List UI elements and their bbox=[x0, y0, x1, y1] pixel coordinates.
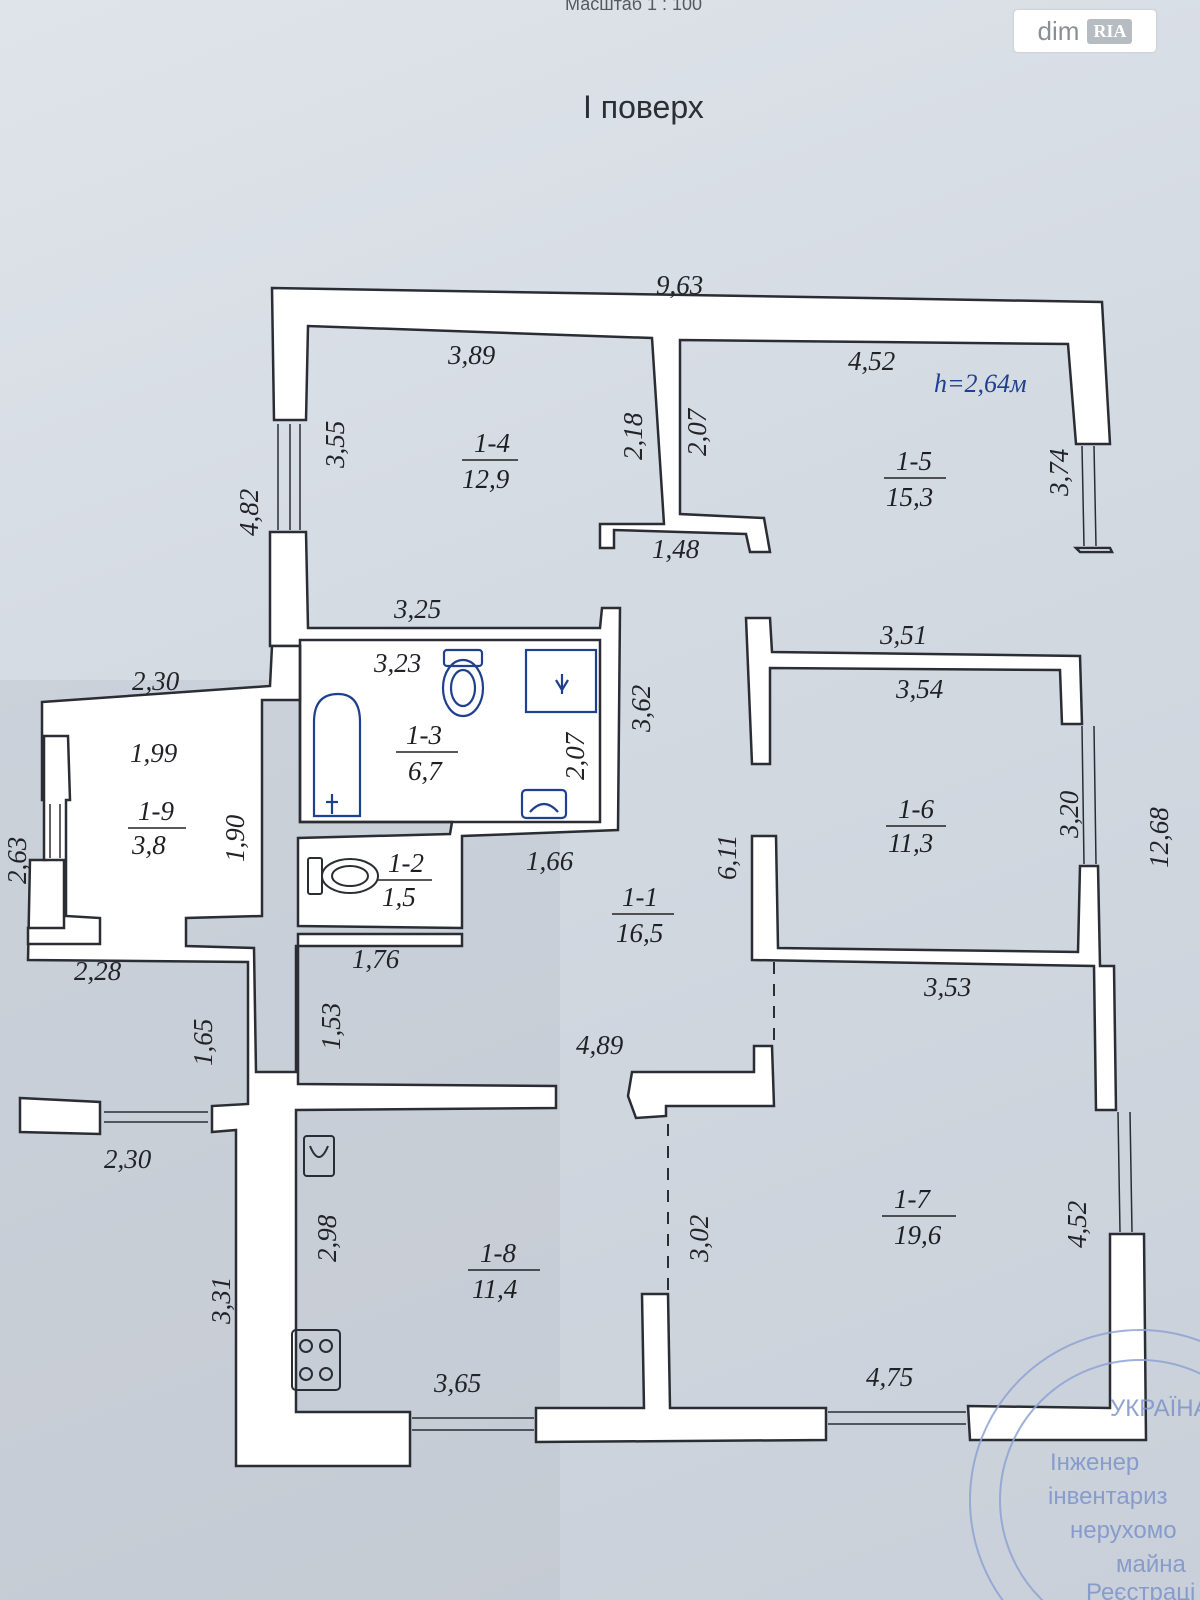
stamp-line-4: майна bbox=[1116, 1551, 1187, 1578]
wall-corridor-right bbox=[744, 616, 1084, 766]
wall-exterior-top bbox=[270, 286, 1112, 554]
dim-r14-bottom: 3,25 bbox=[393, 594, 441, 624]
dim-r18-left: 2,98 bbox=[312, 1214, 342, 1262]
sink-icon bbox=[520, 788, 568, 820]
dim-r19-right: 1,90 bbox=[220, 814, 250, 862]
dim-r19-top: 1,99 bbox=[130, 738, 178, 768]
stamp-ring-text: УКРАЇНА bbox=[1110, 1395, 1200, 1422]
scale-label: Масштаб 1 : 100 bbox=[565, 0, 702, 14]
dim-hall: 1,76 bbox=[352, 944, 400, 974]
wall-19 bbox=[26, 644, 558, 1468]
dim-r18-bottom: 3,65 bbox=[433, 1368, 481, 1398]
wall-16-bottom bbox=[750, 834, 1118, 1112]
room-1-5-id: 1-5 bbox=[896, 446, 932, 476]
dim-left-wall: 4,82 bbox=[234, 489, 264, 536]
dimension-labels: 9,63 3,89 3,55 2,18 3,25 4,82 4,52 2,07 … bbox=[2, 270, 1174, 1398]
dim-porch-side2: 1,53 bbox=[316, 1003, 346, 1050]
openings bbox=[667, 962, 775, 1290]
room-1-1-id: 1-1 bbox=[622, 882, 658, 912]
room-1-4-area: 12,9 bbox=[462, 464, 510, 494]
dim-corridor-side: 6,11 bbox=[712, 835, 742, 880]
dim-r14-right: 2,18 bbox=[618, 412, 648, 460]
dim-r14-top: 3,89 bbox=[447, 340, 496, 370]
toilet-icon bbox=[441, 648, 485, 718]
dim-r12-top: 1,66 bbox=[526, 846, 574, 876]
wall-divider-78 bbox=[626, 1044, 776, 1120]
dim-r15-right: 3,74 bbox=[1044, 449, 1074, 497]
dim-ria-logo[interactable]: dim RIA bbox=[1014, 10, 1156, 52]
room-1-9-area: 3,8 bbox=[131, 830, 166, 860]
room-1-8-id: 1-8 bbox=[480, 1238, 516, 1268]
room-1-6-id: 1-6 bbox=[898, 794, 934, 824]
dim-r17-left: 3,02 bbox=[684, 1215, 714, 1263]
room-labels: 1-4 12,9 1-5 15,3 1-3 6,7 1-6 11,3 1-9 3… bbox=[128, 428, 956, 1304]
room-1-8-area: 11,4 bbox=[472, 1274, 517, 1304]
room-1-1-area: 16,5 bbox=[616, 918, 663, 948]
floor-title: І поверх bbox=[583, 89, 704, 125]
room-1-3-id: 1-3 bbox=[406, 720, 442, 750]
dim-r15-left: 2,07 bbox=[682, 407, 712, 456]
wall-exterior-right bbox=[1072, 546, 1115, 554]
dim-r13-right: 2,07 bbox=[560, 731, 590, 780]
wall-divider-lower bbox=[534, 1292, 828, 1444]
dim-r19-left: 2,63 bbox=[2, 837, 32, 884]
dim-r13-outer: 3,62 bbox=[626, 685, 656, 733]
stamp-line-1: Інженер bbox=[1050, 1449, 1139, 1476]
wall-porch-bottom bbox=[18, 1096, 102, 1136]
shower-icon bbox=[524, 648, 598, 714]
room-1-5-area: 15,3 bbox=[886, 482, 933, 512]
room-1-4-id: 1-4 bbox=[474, 428, 510, 458]
walls bbox=[18, 286, 1148, 1468]
stove-icon bbox=[291, 1329, 341, 1391]
stamp-line-2: інвентариз bbox=[1048, 1483, 1168, 1510]
toilet-small-icon bbox=[307, 857, 379, 895]
room-1-2-area: 1,5 bbox=[382, 882, 416, 912]
dim-r18-outer: 3,31 bbox=[206, 1277, 236, 1325]
dim-porch-side: 1,65 bbox=[188, 1019, 218, 1066]
official-stamp: Інженер інвентариз нерухомо майна Реєстр… bbox=[969, 1329, 1200, 1600]
dim-corridor-top: 1,48 bbox=[652, 534, 700, 564]
wall-19-inner bbox=[26, 734, 102, 946]
windows bbox=[49, 424, 1133, 1431]
dim-overall-height: 12,68 bbox=[1144, 807, 1174, 868]
stamp-line-3: нерухомо bbox=[1070, 1517, 1177, 1544]
dim-r14-left: 3,55 bbox=[320, 421, 350, 469]
room-1-9-id: 1-9 bbox=[138, 796, 174, 826]
dim-r17-top: 3,53 bbox=[923, 972, 971, 1002]
dim-r15-bottom: 3,51 bbox=[879, 620, 927, 650]
room-1-7-id: 1-7 bbox=[894, 1184, 931, 1214]
dim-r17-right: 4,52 bbox=[1062, 1201, 1092, 1248]
logo-dim-text: dim bbox=[1037, 15, 1080, 46]
wall-13-frame bbox=[298, 638, 602, 824]
dim-porch-bottom: 2,30 bbox=[104, 1144, 152, 1174]
kitchen-sink-icon bbox=[303, 1135, 335, 1177]
dim-r16-right: 3,20 bbox=[1054, 790, 1084, 839]
room-1-7-area: 19,6 bbox=[894, 1220, 942, 1250]
dim-porch-top: 2,28 bbox=[74, 956, 122, 986]
wall-exterior-right-lower bbox=[966, 1232, 1148, 1442]
room-1-3-area: 6,7 bbox=[408, 756, 443, 786]
logo-ria-badge: RIA bbox=[1087, 18, 1133, 44]
dim-r13-top: 3,23 bbox=[373, 648, 421, 678]
dim-r19-outer: 2,30 bbox=[132, 666, 180, 696]
dim-r18-top: 4,89 bbox=[576, 1030, 624, 1060]
stamp-line-5: Реєстраці bbox=[1086, 1579, 1195, 1600]
room-1-6-area: 11,3 bbox=[888, 828, 933, 858]
ceiling-height: h=2,64м bbox=[934, 369, 1027, 398]
dim-r17-bottom: 4,75 bbox=[866, 1362, 913, 1392]
bathtub-icon bbox=[312, 692, 362, 818]
dim-r16-top: 3,54 bbox=[895, 674, 943, 704]
room-1-2-id: 1-2 bbox=[388, 848, 424, 878]
dim-r15-top: 4,52 bbox=[848, 346, 895, 376]
dim-overall-width: 9,63 bbox=[656, 270, 703, 300]
